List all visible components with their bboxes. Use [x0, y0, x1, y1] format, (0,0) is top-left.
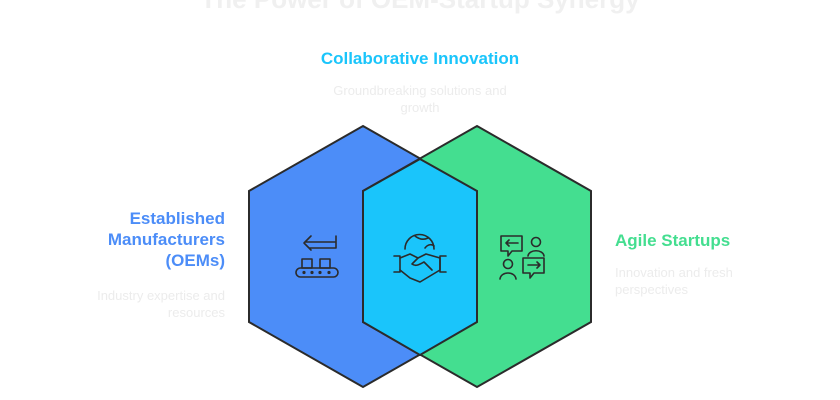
handshake-globe-icon	[393, 233, 447, 283]
center-heading: Collaborative Innovation	[320, 49, 520, 68]
right-heading: Agile Startups	[615, 231, 731, 250]
left-heading: Established Manufacturers (OEMs)	[107, 209, 225, 270]
right-description: Innovation and fresh perspectives	[615, 265, 733, 297]
people-chat-icon	[499, 235, 545, 280]
diagram-title: The Power of OEM-Startup Synergy	[0, 0, 840, 15]
conveyor-belt-icon	[295, 235, 339, 278]
left-description: Industry expertise and resources	[97, 288, 225, 320]
center-description: Groundbreaking solutions and growth	[333, 83, 507, 115]
